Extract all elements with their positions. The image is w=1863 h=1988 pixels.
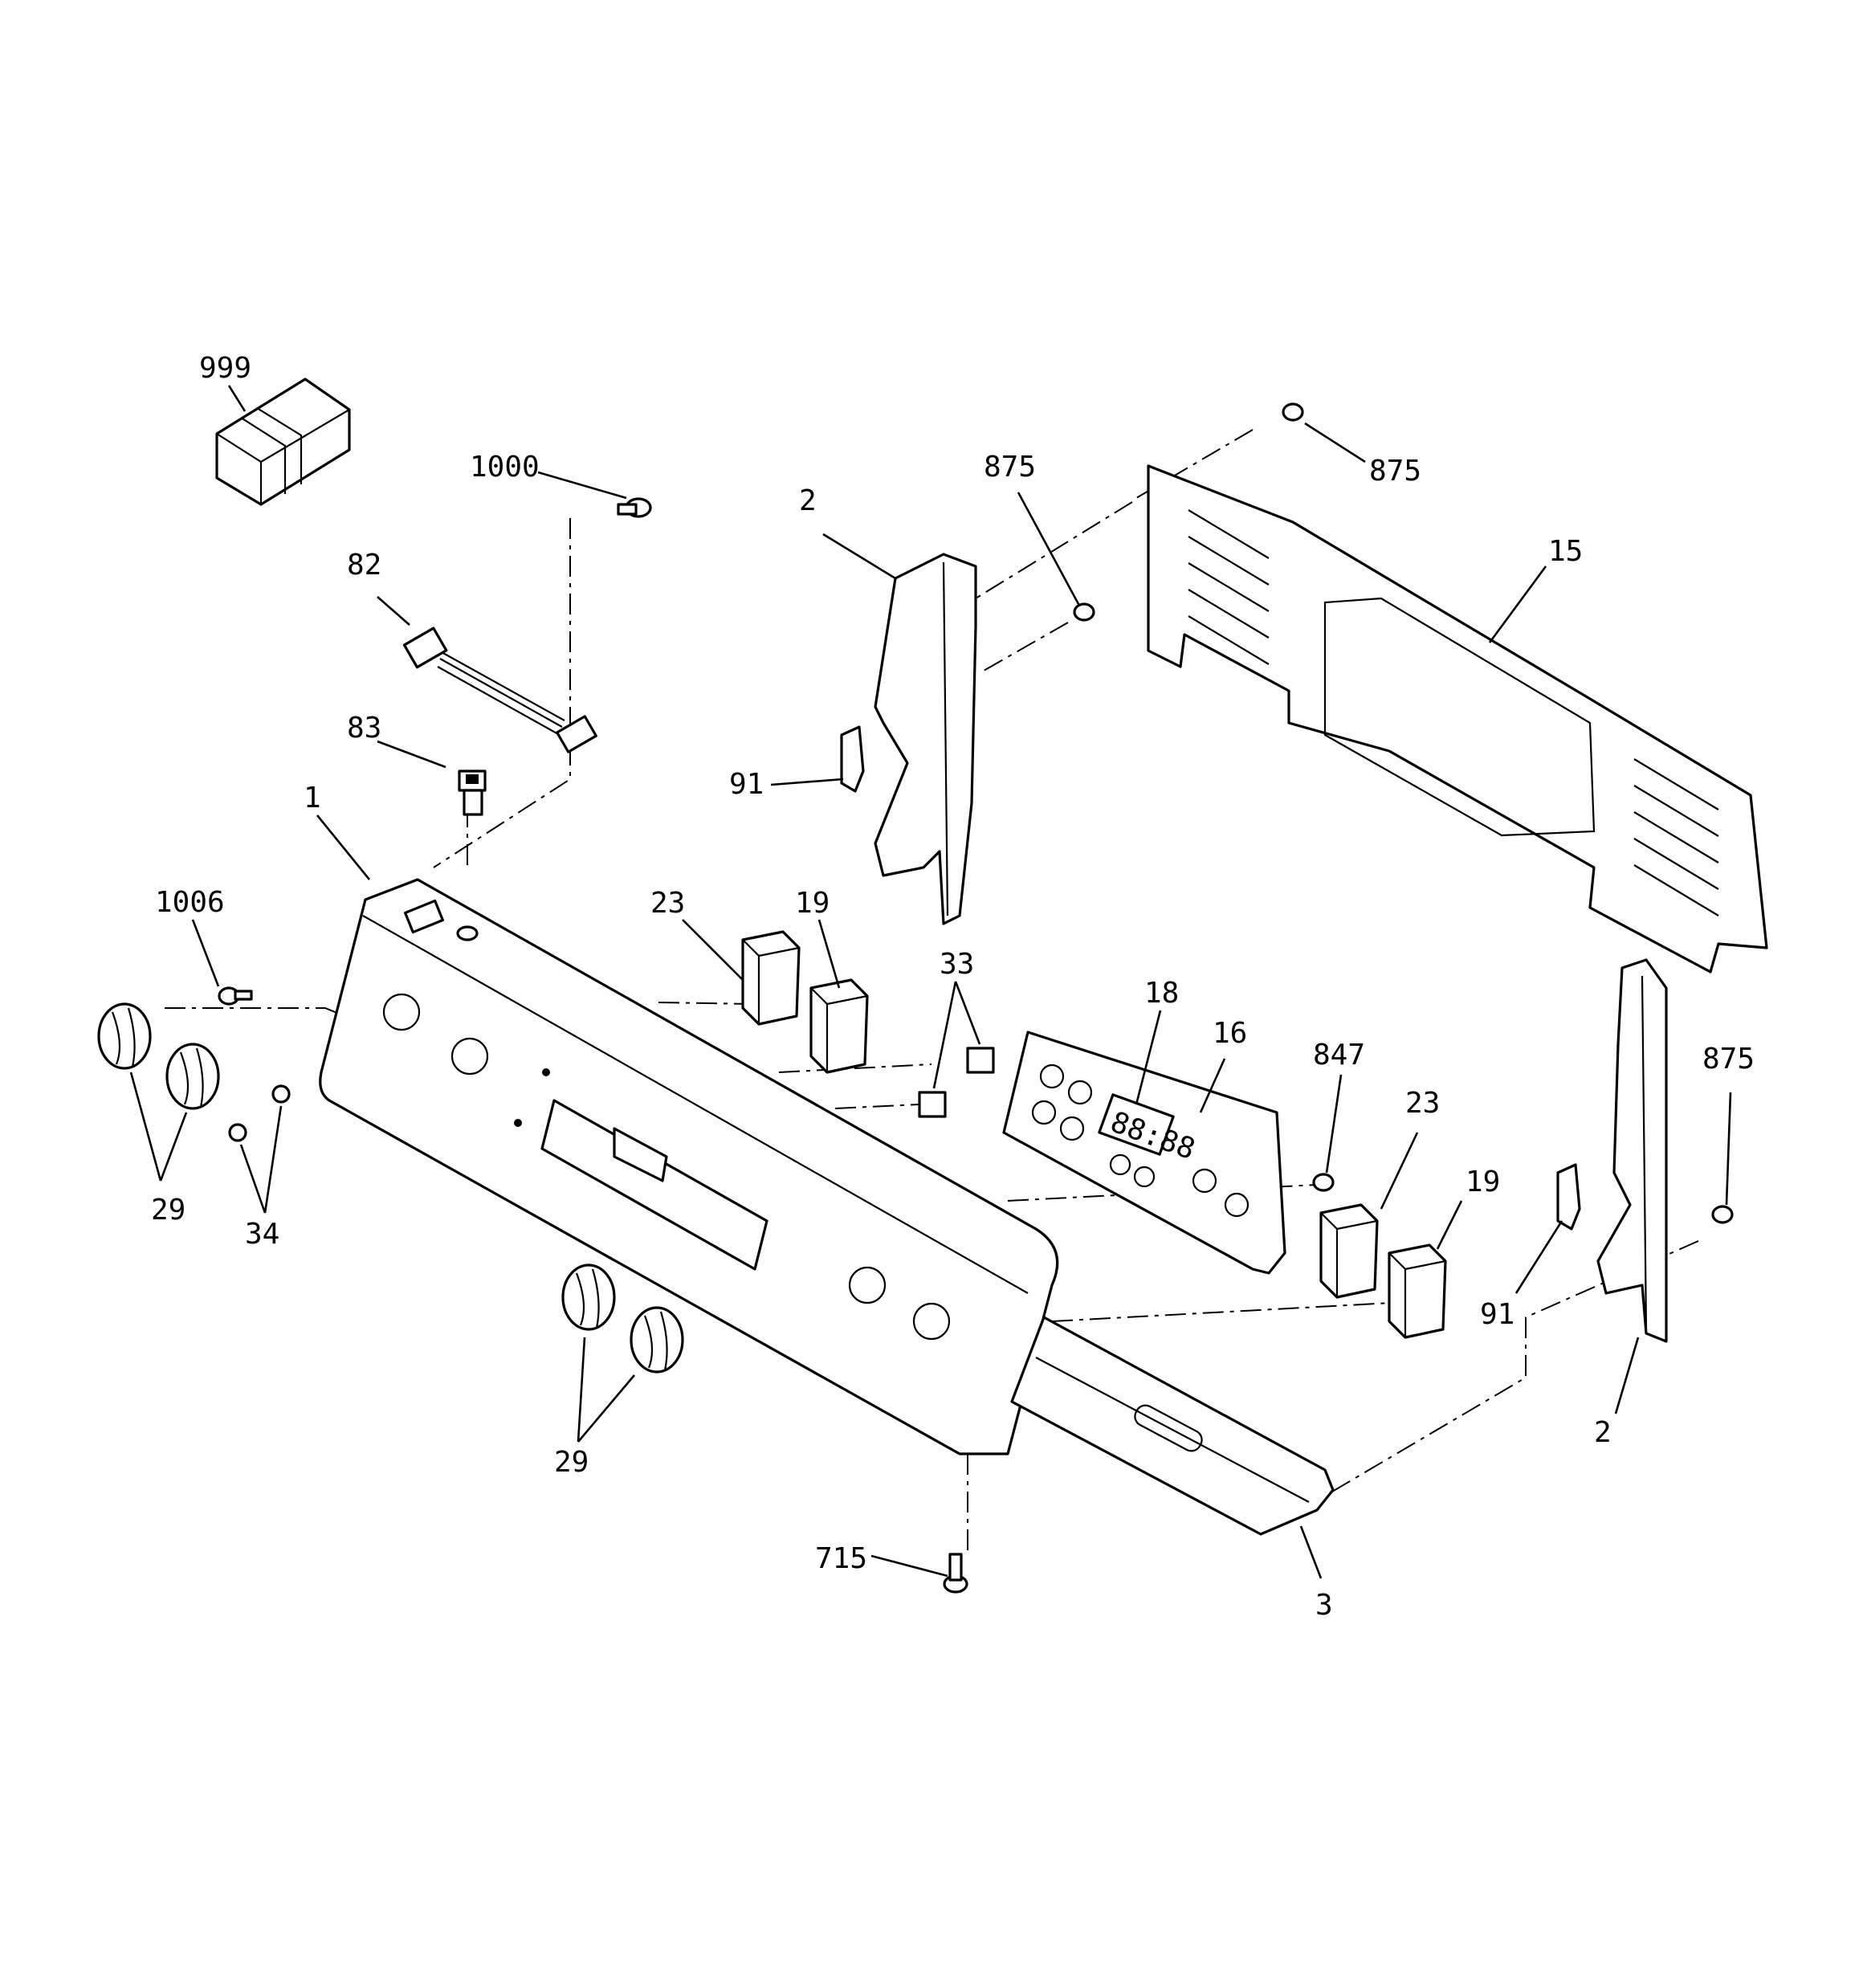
callout-29-right: 29 bbox=[554, 1446, 589, 1479]
callout-82: 82 bbox=[347, 549, 381, 582]
part-875-screws bbox=[1073, 402, 1734, 1224]
callout-875-top: 875 bbox=[1369, 455, 1421, 488]
part-23-switch-upper bbox=[741, 930, 801, 1026]
part-82-harness bbox=[402, 627, 597, 753]
callout-34: 34 bbox=[245, 1218, 279, 1251]
callout-847: 847 bbox=[1313, 1039, 1365, 1072]
part-3-trim bbox=[1010, 1316, 1335, 1536]
callout-23-upper: 23 bbox=[650, 887, 685, 920]
part-83-switch bbox=[458, 769, 487, 816]
callout-1: 1 bbox=[304, 782, 321, 814]
leader-lines bbox=[129, 385, 1732, 1579]
callout-83: 83 bbox=[347, 712, 381, 745]
callout-16: 16 bbox=[1213, 1017, 1247, 1050]
part-29-knobs-left bbox=[97, 1002, 220, 1110]
callout-19-lower: 19 bbox=[1466, 1165, 1500, 1198]
part-19-switch-upper bbox=[809, 978, 869, 1074]
part-2-endcap-right bbox=[1596, 958, 1668, 1343]
callout-715: 715 bbox=[815, 1542, 867, 1575]
callout-875-right: 875 bbox=[1702, 1043, 1755, 1076]
callout-23-lower: 23 bbox=[1405, 1087, 1440, 1120]
callout-33: 33 bbox=[940, 948, 974, 981]
part-23-switch-lower bbox=[1319, 1203, 1379, 1299]
callout-29-left: 29 bbox=[151, 1194, 185, 1227]
backguard-louvers-left bbox=[1188, 509, 1270, 665]
callout-999: 999 bbox=[199, 352, 251, 385]
part-15-backguard bbox=[1147, 464, 1768, 974]
part-999-box bbox=[215, 378, 351, 506]
part-1-control-panel bbox=[319, 878, 1059, 1455]
part-1000-screw bbox=[617, 497, 652, 518]
callout-1000: 1000 bbox=[470, 451, 540, 484]
callout-2-left: 2 bbox=[799, 484, 817, 517]
backguard-louvers-right bbox=[1633, 758, 1719, 916]
callout-15: 15 bbox=[1548, 535, 1583, 568]
callout-labels: 999 1000 82 83 1 1006 29 34 23 19 33 2 9… bbox=[151, 352, 1755, 1622]
callout-91-left: 91 bbox=[729, 768, 764, 801]
part-33-lamps bbox=[918, 1047, 995, 1118]
callout-2-right: 2 bbox=[1594, 1416, 1612, 1449]
part-16-control-board: 88:88 bbox=[1002, 1031, 1286, 1275]
part-715-screw bbox=[943, 1553, 968, 1594]
callout-91-right: 91 bbox=[1480, 1298, 1514, 1331]
callout-1006: 1006 bbox=[155, 886, 225, 919]
callout-875-left: 875 bbox=[984, 451, 1036, 484]
part-1006-screw bbox=[218, 986, 253, 1006]
part-2-endcap-left bbox=[874, 553, 977, 925]
part-34-buttons bbox=[228, 1084, 291, 1142]
part-91-clip-left bbox=[840, 725, 865, 793]
part-19-switch-lower bbox=[1388, 1243, 1447, 1339]
part-847-screw bbox=[1312, 1173, 1335, 1192]
callout-19-upper: 19 bbox=[795, 887, 830, 920]
part-91-clip-right bbox=[1556, 1163, 1581, 1231]
callout-3: 3 bbox=[1315, 1589, 1333, 1622]
part-29-knobs-right bbox=[561, 1263, 684, 1374]
callout-18: 18 bbox=[1144, 977, 1179, 1010]
